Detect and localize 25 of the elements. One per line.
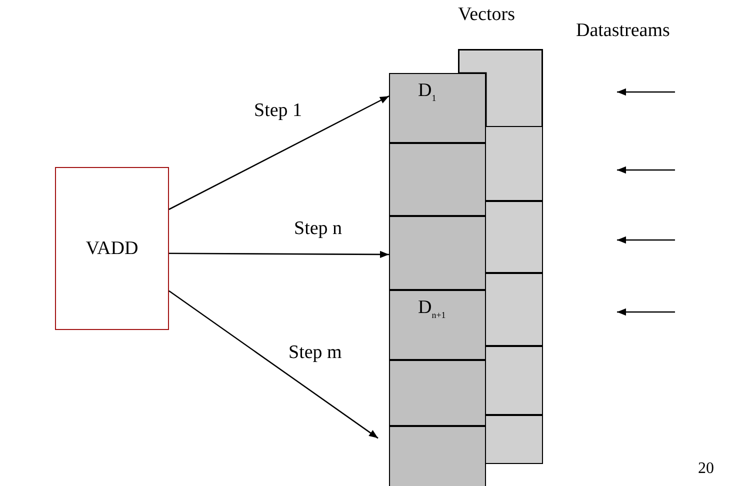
vector-cell xyxy=(486,272,543,346)
column-heading: Vectors xyxy=(458,4,515,26)
edge-label: Step n xyxy=(293,219,344,240)
vector-cell xyxy=(486,346,543,414)
cell-label: D$_{n+1}$ xyxy=(418,297,446,320)
vector-cell xyxy=(389,426,486,486)
column-heading: Datastreams xyxy=(576,20,670,42)
vector-cell xyxy=(389,290,486,360)
cell-label: D$_{1}$ xyxy=(418,80,436,103)
process-box xyxy=(55,167,169,330)
arrow xyxy=(168,96,390,210)
vector-cell xyxy=(486,414,543,464)
edge-label: Step 1 xyxy=(253,100,304,121)
vector-cell xyxy=(389,360,486,426)
vector-cell xyxy=(486,200,543,272)
vector-cell xyxy=(389,216,486,290)
vector-cell xyxy=(389,73,486,143)
vector-cell xyxy=(458,49,543,127)
vector-cell xyxy=(389,143,486,216)
edge-label: Step m xyxy=(288,342,343,363)
vector-cell xyxy=(486,126,543,200)
process-label: VADD xyxy=(86,238,138,260)
arrow xyxy=(169,250,389,258)
page-number: 20 xyxy=(698,460,714,478)
arrow xyxy=(168,290,378,439)
